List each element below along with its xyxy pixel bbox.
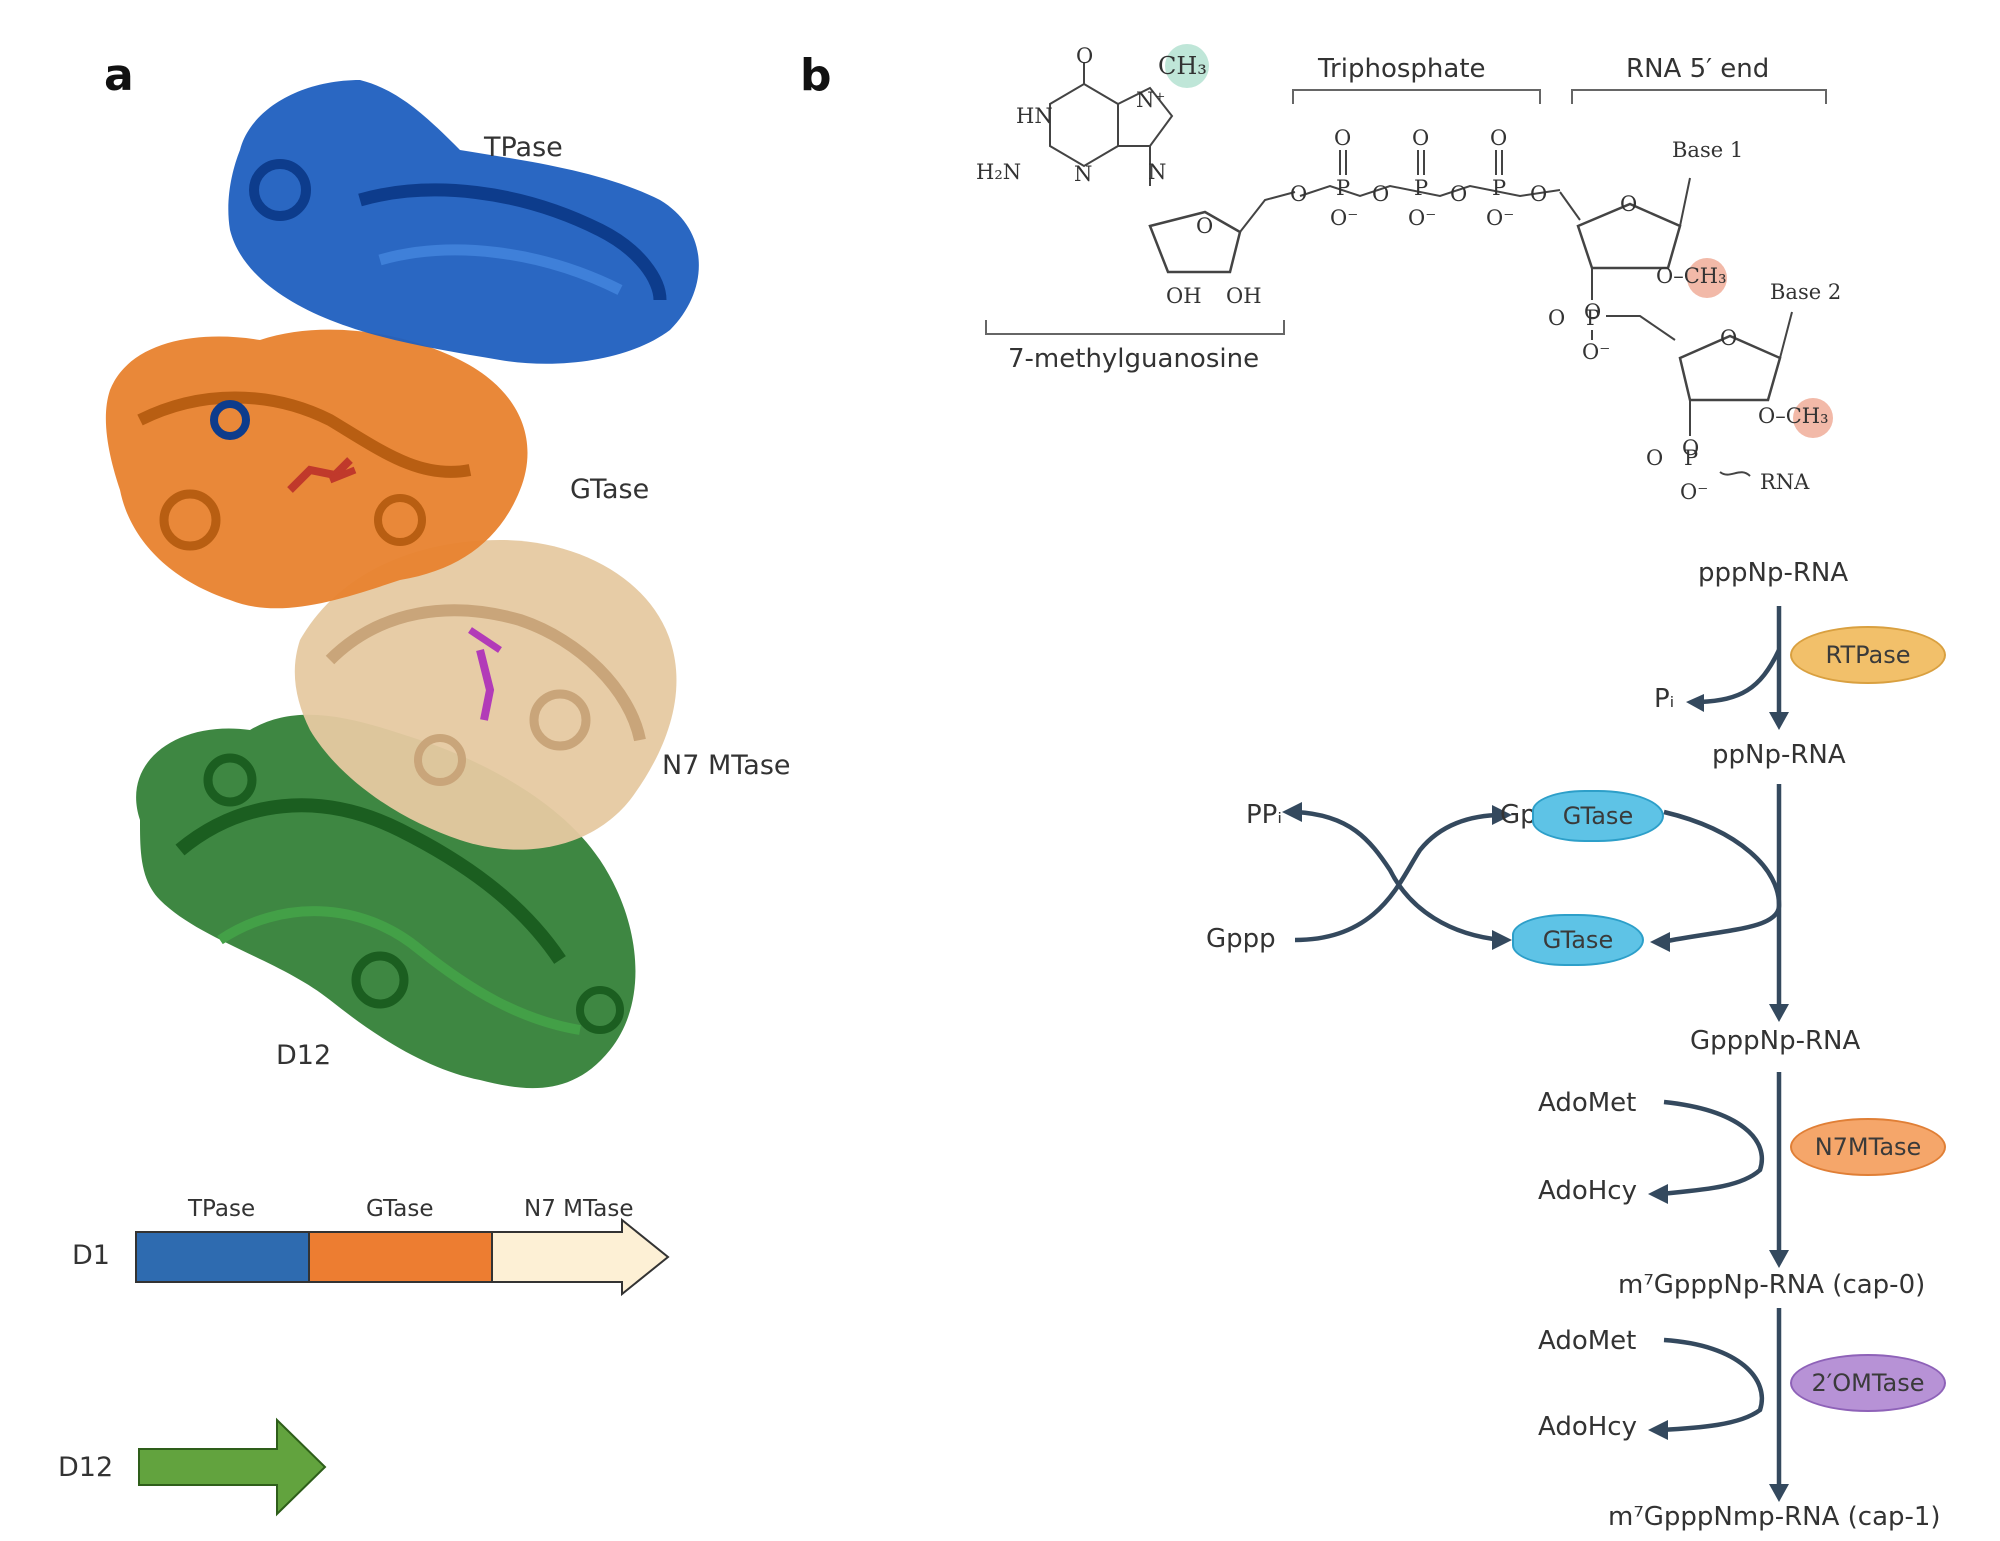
atom-po-3: O (1490, 126, 1508, 150)
enzyme-rtpase: RTPase (1790, 626, 1946, 684)
d1-bar-name: D1 (72, 1240, 110, 1271)
rna-5-end-label: RNA 5′ end (1626, 54, 1770, 84)
triphosphate-label: Triphosphate (1318, 54, 1486, 84)
ribose-2-och3: O–CH₃ (1758, 404, 1829, 428)
n7-mtase-label: N7 MTase (662, 750, 791, 781)
metabolite-adomet-2: AdoMet (1538, 1326, 1637, 1356)
atom-ominus-2: O⁻ (1408, 206, 1437, 230)
tpase-label: TPase (484, 132, 563, 163)
atom-ring-o-2: O (1720, 326, 1738, 350)
d12-bar-name: D12 (58, 1452, 114, 1483)
atom-oeq-p5: O (1646, 446, 1664, 470)
atom-po-1: O (1334, 126, 1352, 150)
d12-domain-bar (138, 1417, 327, 1517)
atom-ring-o-cap: O (1196, 214, 1214, 238)
atom-ominus-4: O⁻ (1582, 340, 1611, 364)
d12-structure-label: D12 (276, 1040, 332, 1071)
rna-5-end-bracket (1571, 89, 1827, 104)
metabolite-pi: Pᵢ (1654, 684, 1675, 714)
atom-n3: N (1074, 162, 1093, 186)
atom-p-5: P (1684, 446, 1699, 470)
step-pp-rna: ppNp-RNA (1712, 740, 1846, 770)
step-ppp-rna: pppNp-RNA (1698, 558, 1849, 588)
enzyme-2omtase: 2′OMTase (1790, 1354, 1946, 1412)
base-1-label: Base 1 (1672, 138, 1744, 162)
enzyme-gtase-free: GTase (1512, 914, 1644, 966)
bar-segment-label-gtase: GTase (366, 1196, 434, 1222)
atom-p-3: P (1492, 176, 1507, 200)
enzyme-gtase-bound: GTase (1532, 790, 1664, 842)
ribose2-methyl-highlight (1793, 398, 1833, 438)
triphosphate-chain (1299, 184, 1561, 198)
cap-ribose (1148, 210, 1242, 274)
atom-p-2: P (1414, 176, 1429, 200)
atom-ring-o-1: O (1620, 192, 1638, 216)
enzyme-n7mtase: N7MTase (1790, 1118, 1946, 1176)
atom-o-3prime-2: O (1682, 436, 1700, 460)
atom-o-link-2: O (1372, 182, 1390, 206)
methylguanosine-bracket (985, 320, 1285, 335)
atom-o-link-1: O (1290, 182, 1308, 206)
atom-p-1: P (1336, 176, 1351, 200)
metabolite-adomet-1: AdoMet (1538, 1088, 1637, 1118)
triphosphate-bracket (1292, 89, 1541, 104)
cap-methyl-highlight (1165, 44, 1209, 88)
ribose1-methyl-highlight (1687, 258, 1727, 298)
atom-oh-2: OH (1166, 284, 1202, 308)
panel-b-label: b (800, 50, 832, 101)
atom-oh-3: OH (1226, 284, 1262, 308)
n7-mtase-domain-shape (294, 540, 677, 850)
step-gppp-rna: GpppNp-RNA (1690, 1026, 1861, 1056)
atom-o-link-3: O (1450, 182, 1468, 206)
methylguanosine-label: 7-methylguanosine (1008, 344, 1260, 374)
ribose-1-och3: O–CH₃ (1656, 264, 1727, 288)
atom-ch3-cap: CH₃ (1158, 52, 1207, 80)
atom-ominus-1: O⁻ (1330, 206, 1359, 230)
d1-domain-bar (135, 1217, 670, 1297)
bar-segment-label-n7mtase: N7 MTase (524, 1196, 634, 1222)
atom-po-2: O (1412, 126, 1430, 150)
atom-ominus-3: O⁻ (1486, 206, 1515, 230)
metabolite-ppi: PPᵢ (1246, 800, 1283, 830)
bar-segment-label-tpase: TPase (188, 1196, 256, 1222)
step-cap0: m⁷GpppNp-RNA (cap-0) (1618, 1270, 1926, 1300)
atom-carbonyl-o: O (1076, 44, 1094, 68)
rna-chain-label: RNA (1760, 470, 1810, 494)
guanine-rings (1049, 62, 1174, 186)
metabolite-adohcy-1: AdoHcy (1538, 1176, 1637, 1206)
pathway-arrows (1294, 606, 1782, 1490)
atom-hn: HN (1016, 104, 1053, 128)
gtase-label: GTase (570, 474, 650, 505)
panel-a-label: a (104, 50, 134, 101)
rna-ribose-1 (1576, 202, 1682, 270)
metabolite-gppp: Gppp (1206, 924, 1276, 954)
atom-h2n: H₂N (976, 160, 1022, 184)
arrow-heads (1282, 694, 1789, 1502)
metabolite-adohcy-2: AdoHcy (1538, 1412, 1637, 1442)
atom-n9: N (1148, 160, 1167, 184)
phosphate-double-bonds (1339, 150, 1503, 175)
atom-p-4: P (1586, 306, 1601, 330)
base-2-label: Base 2 (1770, 280, 1842, 304)
gtase-domain-shape (105, 329, 528, 609)
atom-n7-plus: N⁺ (1136, 88, 1166, 112)
step-cap1: m⁷GpppNmp-RNA (cap-1) (1608, 1502, 1941, 1532)
atom-oeq-p4: O (1548, 306, 1566, 330)
tpase-domain-shape (210, 80, 699, 440)
atom-ominus-5: O⁻ (1680, 480, 1709, 504)
atom-o-3prime-1: O (1584, 300, 1602, 324)
rna-ribose-2 (1678, 334, 1782, 402)
atom-o-link-4: O (1530, 182, 1548, 206)
